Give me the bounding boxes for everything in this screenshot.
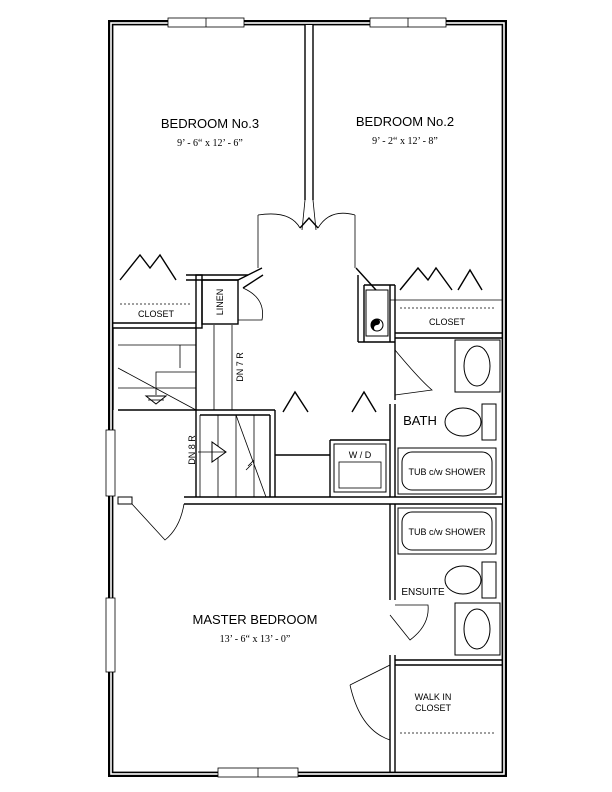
washer-dryer bbox=[333, 443, 387, 493]
closet-left-label: CLOSET bbox=[138, 309, 175, 319]
bath-toilet bbox=[444, 407, 482, 437]
bath-label: BATH bbox=[403, 413, 437, 428]
stairs bbox=[117, 325, 267, 498]
stair-upper-label: DN 7 R bbox=[235, 352, 245, 382]
master-name: MASTER BEDROOM bbox=[193, 612, 318, 627]
linen-label: LINEN bbox=[215, 289, 225, 316]
windows bbox=[105, 17, 447, 778]
interior-walls bbox=[112, 25, 502, 772]
walk-in-closet-line2: CLOSET bbox=[415, 703, 452, 713]
bedroom2-dims: 9’ - 2“ x 12’ - 8” bbox=[372, 136, 438, 147]
washer-dryer-label: W / D bbox=[349, 450, 372, 460]
bedroom2-name: BEDROOM No.2 bbox=[356, 114, 454, 129]
bedroom3-dims: 9’ - 6“ x 12’ - 6” bbox=[177, 138, 243, 149]
closet-right-label: CLOSET bbox=[429, 317, 466, 327]
stair-lower-label: DN 8 R bbox=[187, 435, 197, 465]
window-left-lower bbox=[105, 597, 116, 673]
bedroom3-name: BEDROOM No.3 bbox=[161, 116, 259, 131]
window-left-upper bbox=[105, 429, 116, 497]
tub-bath-label: TUB c/w SHOWER bbox=[408, 467, 486, 477]
labels: BEDROOM No.3 9’ - 6“ x 12’ - 6” BEDROOM … bbox=[138, 114, 486, 713]
walk-in-closet-line1: WALK IN bbox=[415, 692, 452, 702]
exterior-walls bbox=[108, 20, 507, 777]
doors bbox=[119, 212, 483, 741]
fixtures bbox=[333, 289, 501, 656]
tub-ensuite-label: TUB c/w SHOWER bbox=[408, 527, 486, 537]
ensuite-label: ENSUITE bbox=[401, 587, 445, 598]
ensuite-toilet bbox=[444, 565, 482, 595]
master-dims: 13’ - 6“ x 13’ - 0” bbox=[220, 634, 291, 645]
